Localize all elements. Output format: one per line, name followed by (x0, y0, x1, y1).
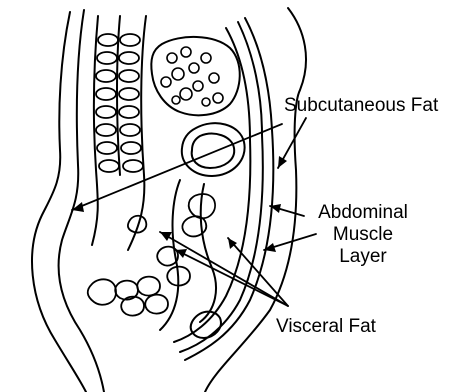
pointer-visceral-3 (228, 238, 288, 306)
pointer-visceral-2 (176, 250, 288, 306)
abdominal-muscle-layer-label: Abdominal Muscle Layer (306, 202, 420, 268)
pointer-visceral-1 (160, 232, 288, 306)
small-bowel-loops (88, 194, 215, 316)
vertebrae (96, 34, 143, 172)
bowel-loop-inner (192, 134, 235, 168)
stomach (151, 37, 239, 115)
subcutaneous-fat-label: Subcutaneous Fat (284, 95, 438, 117)
visceral-fat-label: Visceral Fat (276, 316, 376, 338)
pointer-lines (72, 118, 316, 306)
intestine-wall-left (160, 180, 180, 330)
abdominal-muscle-layer-line-2: Muscle (306, 224, 420, 246)
abdominal-muscle-layer-line-1: Abdominal (306, 202, 420, 224)
spine-outline-left (92, 16, 98, 245)
intestine-wall-right (200, 184, 216, 322)
abdominal-muscle-layer-line-3: Layer (306, 246, 420, 268)
stomach-contents (161, 47, 223, 106)
